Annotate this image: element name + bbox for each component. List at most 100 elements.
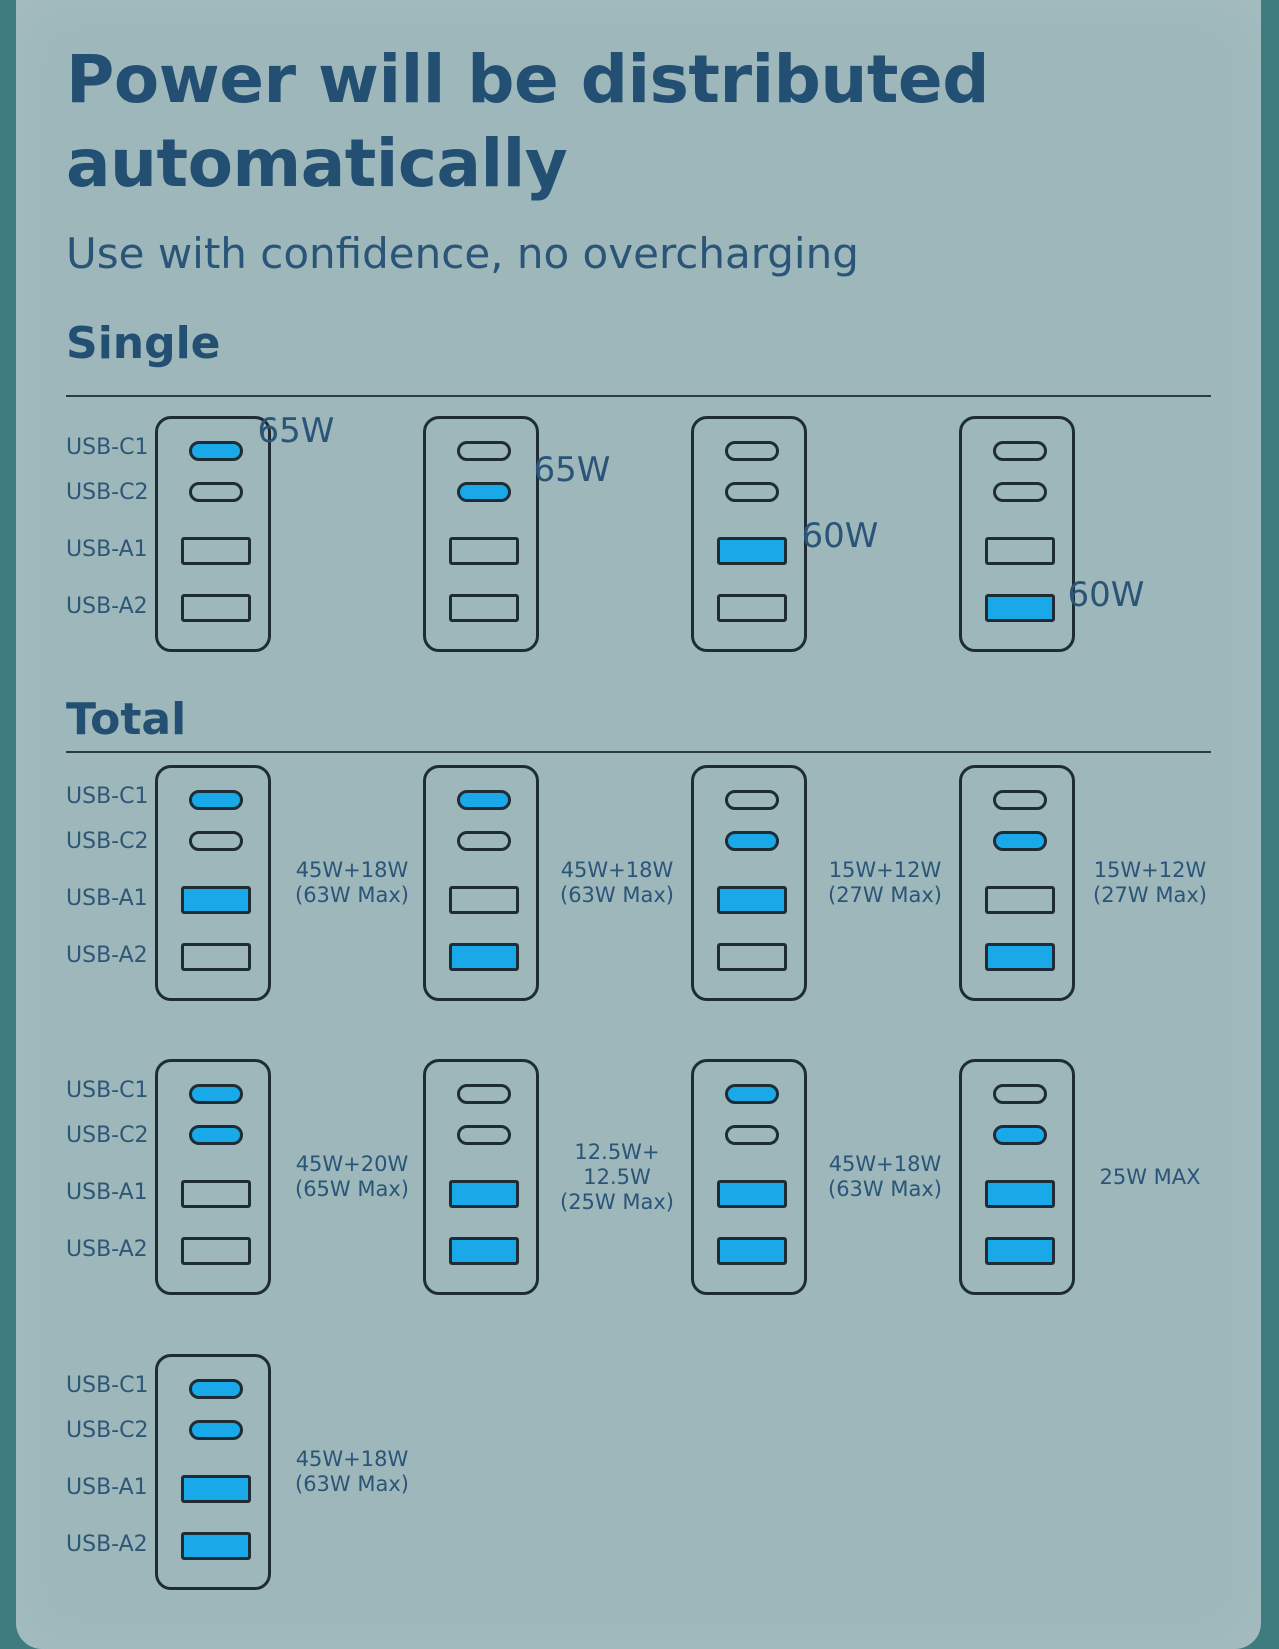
port-usb-c1-active	[189, 441, 243, 461]
port-usb-a2-active	[717, 1237, 787, 1265]
port-usb-c2-active	[993, 1125, 1047, 1145]
port-usb-c2-active	[993, 831, 1047, 851]
port-label-usb-c2: USB-C2	[66, 1418, 149, 1443]
port-usb-a1-idle	[985, 537, 1055, 565]
section-title-total: Total	[66, 694, 187, 745]
page-subtitle: Use with confidence, no overcharging	[66, 229, 859, 278]
port-usb-c1-idle	[993, 790, 1047, 810]
port-label-usb-a1: USB-A1	[66, 1475, 148, 1500]
single-watt-1-line: 65W	[257, 411, 335, 451]
port-label-usb-a2: USB-A2	[66, 594, 148, 619]
port-usb-a2-active	[985, 943, 1055, 971]
port-label-usb-a1: USB-A1	[66, 537, 148, 562]
port-usb-a2-active	[181, 1532, 251, 1560]
port-usb-a2-idle	[181, 1237, 251, 1265]
total-watt-7-line: 45W+18W	[828, 1152, 942, 1176]
port-usb-a1-active	[181, 886, 251, 914]
port-usb-c1-idle	[457, 1084, 511, 1104]
total-watt-5-line: (65W Max)	[295, 1177, 409, 1201]
port-label-usb-a2: USB-A2	[66, 1237, 148, 1262]
total-watt-7: 45W+18W(63W Max)	[828, 1152, 942, 1202]
port-usb-a1-active	[717, 1180, 787, 1208]
port-usb-a1-active	[717, 537, 787, 565]
total-watt-4: 15W+12W(27W Max)	[1093, 858, 1207, 908]
port-label-usb-c1: USB-C1	[66, 435, 149, 460]
port-usb-a2-idle	[181, 943, 251, 971]
section-title-single: Single	[66, 318, 221, 369]
total-watt-3-line: 15W+12W	[828, 858, 942, 882]
port-usb-a1-active	[985, 1180, 1055, 1208]
port-usb-a2-idle	[181, 594, 251, 622]
port-usb-a2-active	[449, 943, 519, 971]
port-usb-c1-idle	[993, 1084, 1047, 1104]
total-watt-1: 45W+18W(63W Max)	[295, 858, 409, 908]
port-usb-a2-active	[449, 1237, 519, 1265]
port-usb-c1-active	[189, 790, 243, 810]
port-usb-c2-active	[725, 831, 779, 851]
single-charger-4	[959, 416, 1075, 652]
total-watt-4-line: 15W+12W	[1093, 858, 1207, 882]
total-watt-6-line: 12.5W+	[574, 1139, 660, 1164]
total-watt-6: 12.5W+12.5W(25W Max)	[560, 1140, 674, 1215]
port-label-usb-c2: USB-C2	[66, 480, 149, 505]
port-usb-c2-idle	[189, 482, 243, 502]
port-usb-a1-idle	[985, 886, 1055, 914]
total-charger-7	[691, 1059, 807, 1295]
total-charger-4	[959, 765, 1075, 1001]
port-label-usb-a1: USB-A1	[66, 1180, 148, 1205]
total-watt-7-line: (63W Max)	[828, 1177, 942, 1201]
port-usb-a1-idle	[181, 1180, 251, 1208]
total-watt-5: 45W+20W(65W Max)	[295, 1152, 409, 1202]
port-usb-a1-active	[181, 1475, 251, 1503]
total-watt-1-line: 45W+18W	[295, 858, 409, 882]
port-usb-c2-active	[189, 1125, 243, 1145]
port-usb-c2-idle	[993, 482, 1047, 502]
port-usb-c1-active	[725, 1084, 779, 1104]
total-watt-9-line: (63W Max)	[295, 1472, 409, 1496]
port-usb-a2-active	[985, 594, 1055, 622]
total-watt-1-line: (63W Max)	[295, 883, 409, 907]
page-title: Power will be distributed automatically	[66, 41, 989, 202]
port-usb-a1-active	[449, 1180, 519, 1208]
port-usb-c2-idle	[457, 831, 511, 851]
total-watt-6-line: 12.5W	[583, 1164, 651, 1189]
total-charger-8	[959, 1059, 1075, 1295]
single-charger-2	[423, 416, 539, 652]
single-watt-3: 60W	[802, 516, 879, 556]
total-watt-9: 45W+18W(63W Max)	[295, 1447, 409, 1497]
port-usb-c1-active	[457, 790, 511, 810]
port-usb-a2-idle	[717, 594, 787, 622]
port-usb-c1-idle	[725, 441, 779, 461]
port-usb-a1-active	[717, 886, 787, 914]
total-charger-5	[155, 1059, 271, 1295]
total-watt-5-line: 45W+20W	[295, 1152, 409, 1176]
total-charger-3	[691, 765, 807, 1001]
single-watt-2: 65W	[534, 450, 611, 490]
single-watt-1: 65W	[258, 411, 335, 451]
port-usb-c2-idle	[725, 1125, 779, 1145]
single-watt-3-line: 60W	[801, 516, 879, 556]
total-watt-8: 25W MAX	[1100, 1165, 1201, 1190]
port-usb-c2-active	[189, 1420, 243, 1440]
port-label-usb-c1: USB-C1	[66, 1373, 149, 1398]
port-usb-c1-active	[189, 1084, 243, 1104]
port-usb-a1-idle	[449, 537, 519, 565]
total-watt-2: 45W+18W(63W Max)	[560, 858, 674, 908]
port-usb-c1-idle	[457, 441, 511, 461]
port-usb-c2-idle	[189, 831, 243, 851]
port-label-usb-c2: USB-C2	[66, 1123, 149, 1148]
total-watt-6-line: (25W Max)	[560, 1189, 674, 1214]
port-usb-a1-idle	[181, 537, 251, 565]
port-usb-c1-idle	[725, 790, 779, 810]
total-watt-8-line: 25W MAX	[1099, 1164, 1201, 1189]
total-watt-2-line: 45W+18W	[560, 858, 674, 882]
section-divider-total	[66, 751, 1211, 753]
port-usb-c2-idle	[725, 482, 779, 502]
single-charger-1	[155, 416, 271, 652]
port-usb-c1-idle	[993, 441, 1047, 461]
port-label-usb-a2: USB-A2	[66, 1532, 148, 1557]
port-usb-a2-idle	[449, 594, 519, 622]
total-watt-2-line: (63W Max)	[560, 883, 674, 907]
port-label-usb-c2: USB-C2	[66, 829, 149, 854]
port-usb-c2-idle	[457, 1125, 511, 1145]
